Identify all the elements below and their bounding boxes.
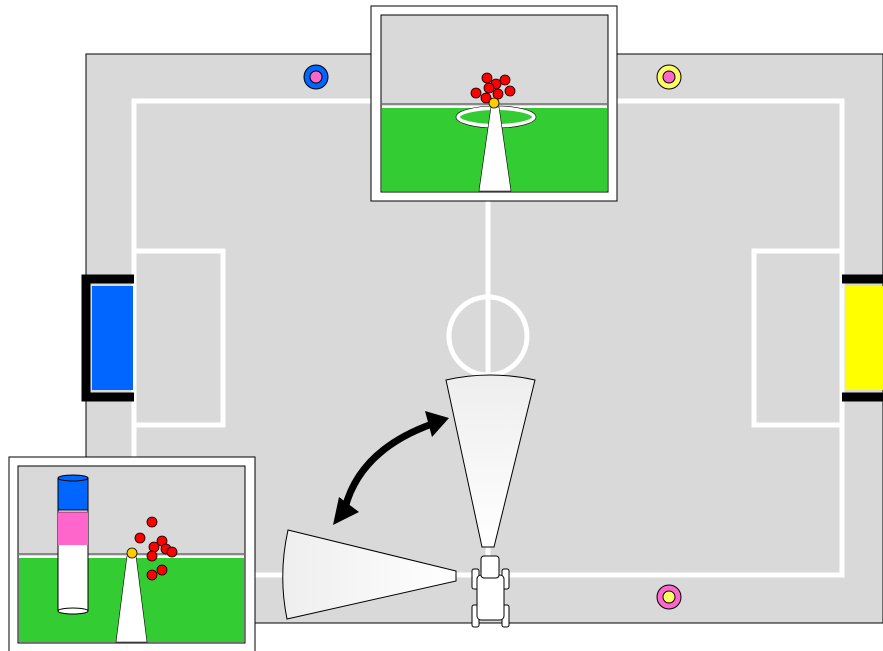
camera-view-top — [371, 6, 617, 201]
goal-blue — [86, 279, 134, 397]
beacon-bottom-right — [657, 585, 681, 609]
beacon-top-right — [657, 65, 681, 89]
goal-yellow — [842, 279, 883, 397]
left-view-detected-ball — [127, 548, 137, 558]
left-view-beacon-post — [58, 475, 88, 614]
beacon-top-left — [304, 65, 328, 89]
top-view-detected-ball — [489, 98, 499, 108]
camera-view-left — [9, 457, 255, 651]
